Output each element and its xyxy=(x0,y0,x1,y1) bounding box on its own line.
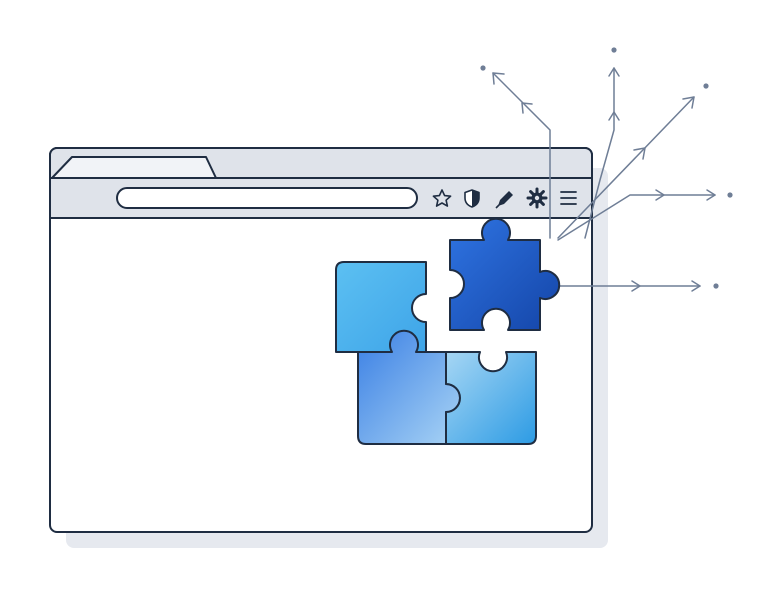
pen-icon[interactable] xyxy=(495,191,513,209)
browser-tab[interactable] xyxy=(51,156,217,179)
arrow-up-left xyxy=(492,72,551,239)
puzzle-piece-bottom-right xyxy=(445,351,537,445)
arrow-endpoints xyxy=(480,47,733,289)
arrow-right-low xyxy=(557,280,701,292)
browser-window xyxy=(49,147,593,533)
star-icon[interactable] xyxy=(432,189,452,207)
puzzle-piece-extension xyxy=(449,217,561,331)
address-bar[interactable] xyxy=(116,187,418,209)
arrow-right xyxy=(557,189,716,241)
menu-icon[interactable] xyxy=(560,191,577,205)
puzzle-piece-top-left xyxy=(335,261,427,353)
arrow-up-right xyxy=(557,96,695,239)
gear-icon[interactable] xyxy=(526,187,548,209)
puzzle-pieces xyxy=(335,217,561,445)
connector-arrows xyxy=(492,67,716,292)
arrow-up xyxy=(584,67,620,239)
shield-icon[interactable] xyxy=(464,189,480,208)
